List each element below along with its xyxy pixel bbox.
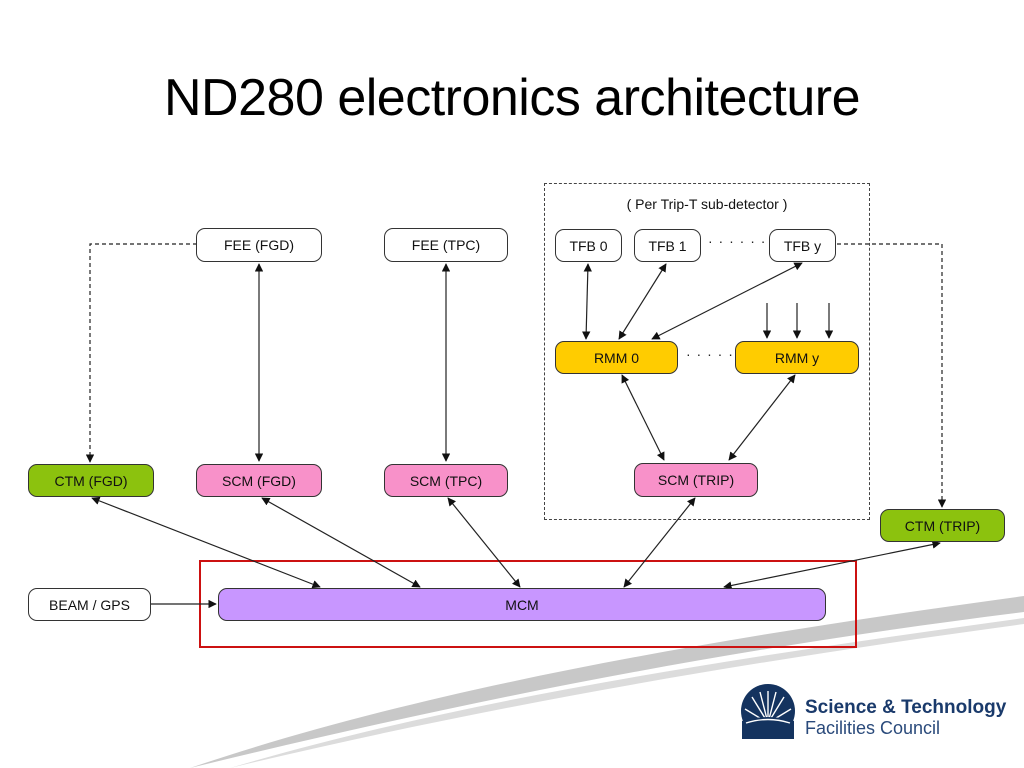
trip-t-group-frame [544,183,870,520]
ctm-fgd-box: CTM (FGD) [28,464,154,497]
logo-line-2: Facilities Council [805,718,941,738]
tfb-ellipsis: · · · · · · · [708,233,777,249]
link-tfby-rmm0 [651,262,803,340]
link-tfb1-rmm0 [618,263,667,340]
rmm-y-box: RMM y [735,341,859,374]
ctm-trip-box: CTM (TRIP) [880,509,1005,542]
scm-tpc-box: SCM (TPC) [384,464,508,497]
link-rmm0-scm-trip [621,374,665,461]
dashed-tfb-y-to-ctm-trip [837,243,947,508]
slide-title: ND280 electronics architecture [164,69,861,127]
tfb-y-box: TFB y [769,229,836,262]
link-tfb0-rmm0 [582,263,592,340]
scm-fgd-box: SCM (FGD) [196,464,322,497]
mcm-box: MCM [218,588,826,621]
tfb-0-box: TFB 0 [555,229,622,262]
fee-fgd-box: FEE (FGD) [196,228,322,262]
rmm-ellipsis: · · · · · [686,346,734,362]
link-rmmy-scm-trip [728,374,796,461]
logo-line-1: Science & Technology [805,697,1007,718]
dashed-fee-fgd-to-ctm-fgd [85,243,197,463]
stfc-logo-icon [741,684,795,739]
link-scm-fgd-mcm [261,497,421,588]
tfb-1-box: TFB 1 [634,229,701,262]
fee-tpc-box: FEE (TPC) [384,228,508,262]
link-ctm-trip-mcm [723,540,941,590]
link-scm-tpc-mcm [447,497,521,588]
trip-t-group-label: ( Per Trip-T sub-detector ) [626,196,788,212]
rmm-0-box: RMM 0 [555,341,678,374]
scm-trip-box: SCM (TRIP) [634,463,758,497]
stfc-logo-text: Science & Technology Facilities Council [805,697,1007,739]
link-scm-trip-mcm [623,497,696,588]
beam-gps-box: BEAM / GPS [28,588,151,621]
